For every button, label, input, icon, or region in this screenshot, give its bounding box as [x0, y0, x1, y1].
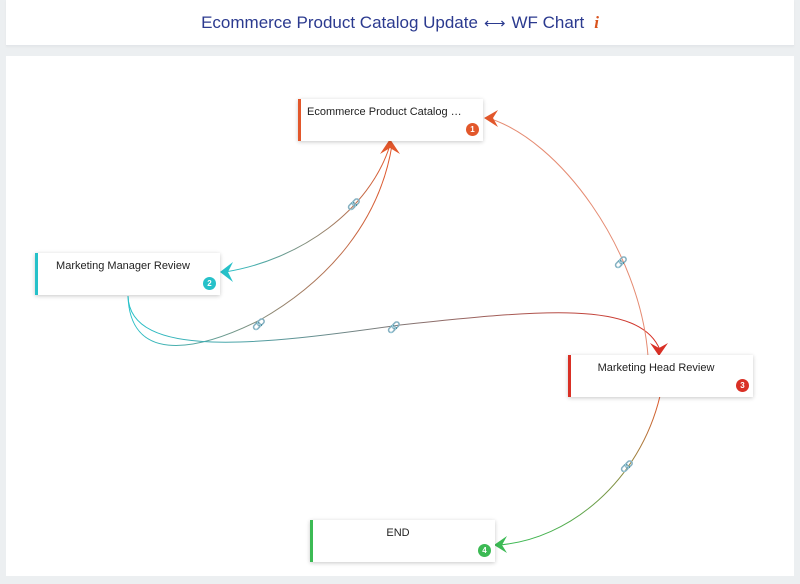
- double-arrow-icon: ⟷: [483, 14, 506, 32]
- workflow-node[interactable]: Marketing Manager Review 2: [35, 253, 220, 295]
- step-badge: 2: [203, 277, 216, 290]
- node-label: END: [386, 527, 410, 539]
- workflow-title: Ecommerce Product Catalog Update: [201, 12, 478, 32]
- node-label: Marketing Head Review: [597, 362, 715, 374]
- step-badge: 3: [736, 379, 749, 392]
- workflow-node[interactable]: Marketing Head Review 3: [568, 355, 753, 397]
- node-label: Ecommerce Product Catalog Up...: [307, 106, 474, 118]
- node-label: Marketing Manager Review: [56, 260, 190, 272]
- step-badge: 1: [466, 123, 479, 136]
- chart-title: Ecommerce Product Catalog Update ⟷ WF Ch…: [201, 13, 599, 33]
- workflow-node[interactable]: END 4: [310, 520, 495, 562]
- workflow-node[interactable]: Ecommerce Product Catalog Up... 1: [298, 99, 483, 141]
- chart-type-label: WF Chart: [511, 12, 585, 32]
- step-badge: 4: [478, 544, 491, 557]
- chart-header: Ecommerce Product Catalog Update ⟷ WF Ch…: [6, 0, 794, 46]
- info-icon[interactable]: i: [594, 12, 599, 32]
